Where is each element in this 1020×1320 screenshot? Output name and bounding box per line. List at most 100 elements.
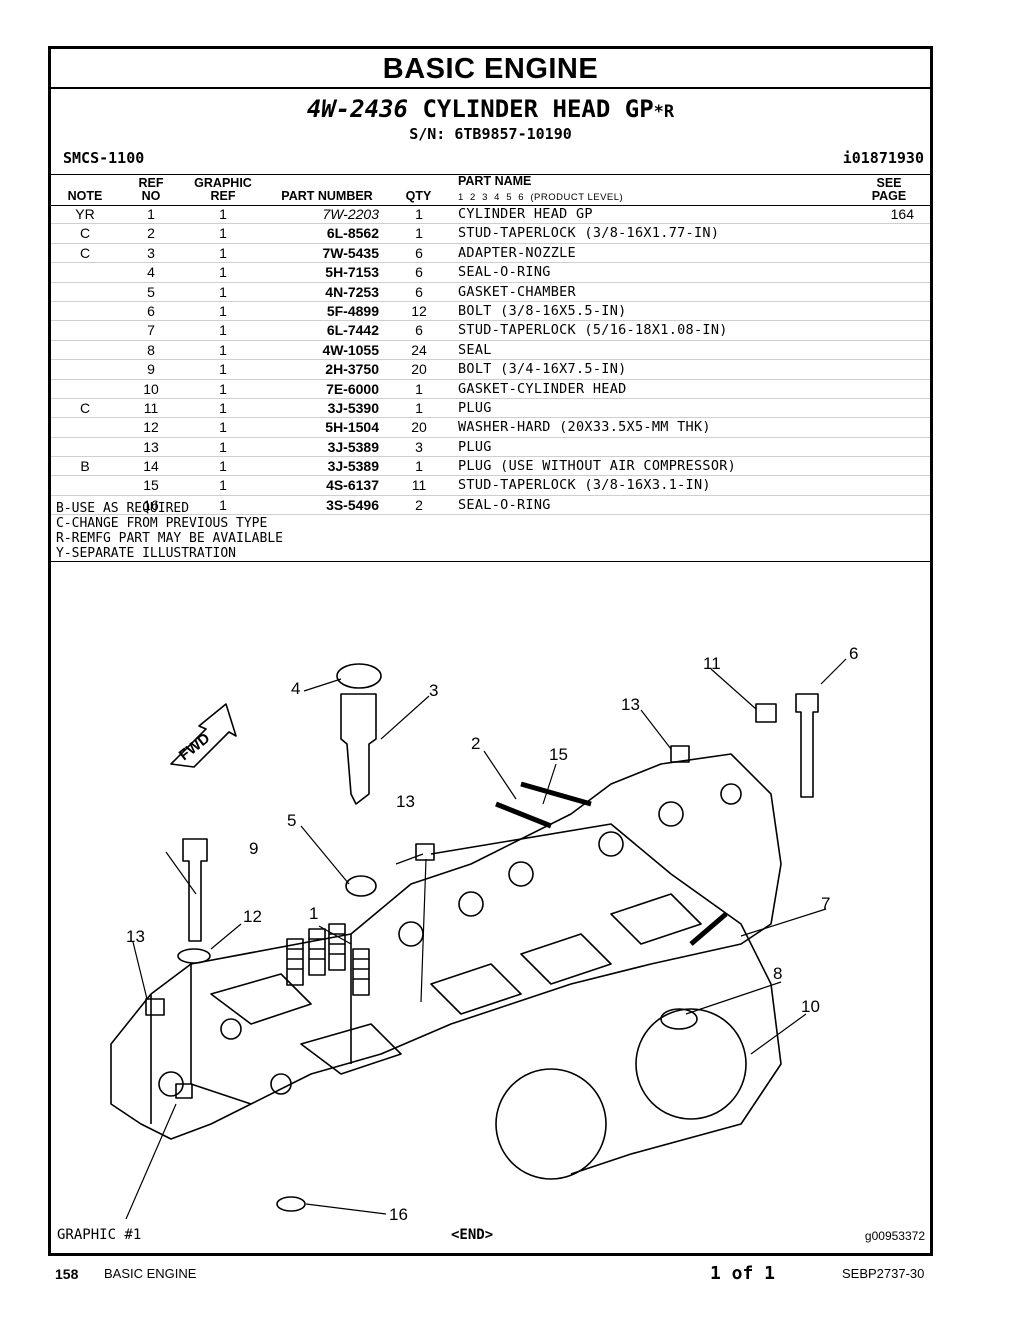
cell-note: C [79,399,91,416]
cell-ref: 12 [143,419,159,436]
head-hole [398,921,424,947]
bolt-9 [182,838,208,942]
callout-1: 1 [309,904,318,923]
cell-ref: 2 [147,225,155,242]
smcs-code: SMCS-1100 [63,149,145,167]
cell-qty: 1 [415,399,423,416]
plug-11 [755,703,777,723]
group-title: 4W-2436 CYLINDER HEAD GP*R [51,95,930,123]
cell-qty: 12 [411,302,427,319]
col-gref-top: GRAPHIC [194,176,252,190]
cell-note: C [79,225,91,242]
bolt-6 [795,693,819,798]
plug-13 [415,843,435,861]
cell-ref: 15 [143,477,159,494]
cell-pn: 4S-6137 [326,477,379,494]
group-marker: *R [653,102,675,122]
o-ring [336,663,382,689]
valve-springs [286,923,370,996]
cell-qty: 6 [415,244,423,261]
cell-pn: 5H-1504 [325,419,379,436]
divider [51,561,930,562]
cell-pn: 6L-7442 [326,322,379,339]
table-header: NOTE REF NO GRAPHIC REF PART NUMBER QTY … [51,174,930,206]
cell-ref: 9 [147,361,155,378]
callout-16: 16 [389,1205,408,1224]
callout-14: 14 [116,1221,135,1224]
cell-ref: 5 [147,283,155,300]
callout-7: 7 [821,894,830,913]
cell-qty: 24 [411,341,427,358]
cell-pn: 4N-7253 [325,283,379,300]
callout-15: 15 [549,745,568,764]
head-hole [270,1073,292,1095]
callout-3: 3 [429,681,438,700]
cell-gref: 1 [219,438,227,455]
gasket-outline [430,823,782,1175]
cell-gref: 1 [219,225,227,242]
serial-range: S/N: 6TB9857-10190 [409,125,572,143]
cell-qty: 1 [415,458,423,475]
col-ref-bottom: NO [141,189,161,203]
col-part-number: PART NUMBER [281,189,373,203]
cell-qty: 1 [415,206,423,222]
col-gref-bottom: REF [210,189,236,203]
head-hole [458,891,484,917]
cell-ref: 7 [147,322,155,339]
note-line: B-USE AS REQUIRED [56,501,190,516]
cell-ref: 10 [143,380,159,397]
cell-see: 164 [890,206,914,222]
cell-pn: 6L-8562 [326,225,379,242]
cell-qty: 20 [411,361,427,378]
note-line: R-REMFG PART MAY BE AVAILABLE [56,531,283,546]
callout-8: 8 [773,964,782,983]
seal-o-ring-16 [276,1196,306,1212]
cylinder-head-edges [150,934,352,1124]
washer-12 [177,948,211,964]
seal-8 [660,1008,698,1030]
head-hole [658,801,684,827]
page-number: 158 [55,1266,79,1282]
cell-gref: 1 [219,341,227,358]
cell-name: STUD-TAPERLOCK (3/8-16X1.77-IN) [458,225,720,242]
callout-4: 4 [291,679,300,698]
callout-13: 13 [126,927,145,946]
group-number: 4W-2436 [306,95,409,123]
cell-pn: 7W-2203 [322,206,379,222]
col-product-levels: 1 2 3 4 5 6 (PRODUCT LEVEL) [458,192,624,203]
doc-reference: i01871930 [842,149,924,167]
cell-ref: 3 [147,244,155,261]
cell-gref: 1 [219,302,227,319]
note-line: C-CHANGE FROM PREVIOUS TYPE [56,516,268,531]
cell-name: PLUG [458,399,492,416]
cell-pn: 3J-5389 [327,458,379,475]
doc-number: SEBP2737-30 [842,1266,925,1281]
exploded-view-illustration: FWD 1 2 3 4 5 6 7 8 9 10 11 12 13 13 13 … [110,644,858,1224]
cell-pn: 2H-3750 [325,361,379,378]
cell-pn: 7E-6000 [326,380,379,397]
cell-name: SEAL [458,341,492,358]
cell-qty: 1 [415,380,423,397]
page-count: 1 of 1 [710,1263,776,1284]
stud-2 [495,801,552,829]
cell-gref: 1 [219,283,227,300]
group-name: CYLINDER HEAD GP [422,95,654,123]
cell-qty: 20 [411,419,427,436]
callout-12: 12 [243,907,262,926]
cell-pn: 5H-7153 [325,264,379,281]
cell-name: STUD-TAPERLOCK (3/8-16X3.1-IN) [458,477,711,494]
cell-pn: 5F-4899 [326,302,379,319]
callout-13: 13 [621,695,640,714]
cell-ref: 6 [147,302,155,319]
cell-qty: 6 [415,283,423,300]
